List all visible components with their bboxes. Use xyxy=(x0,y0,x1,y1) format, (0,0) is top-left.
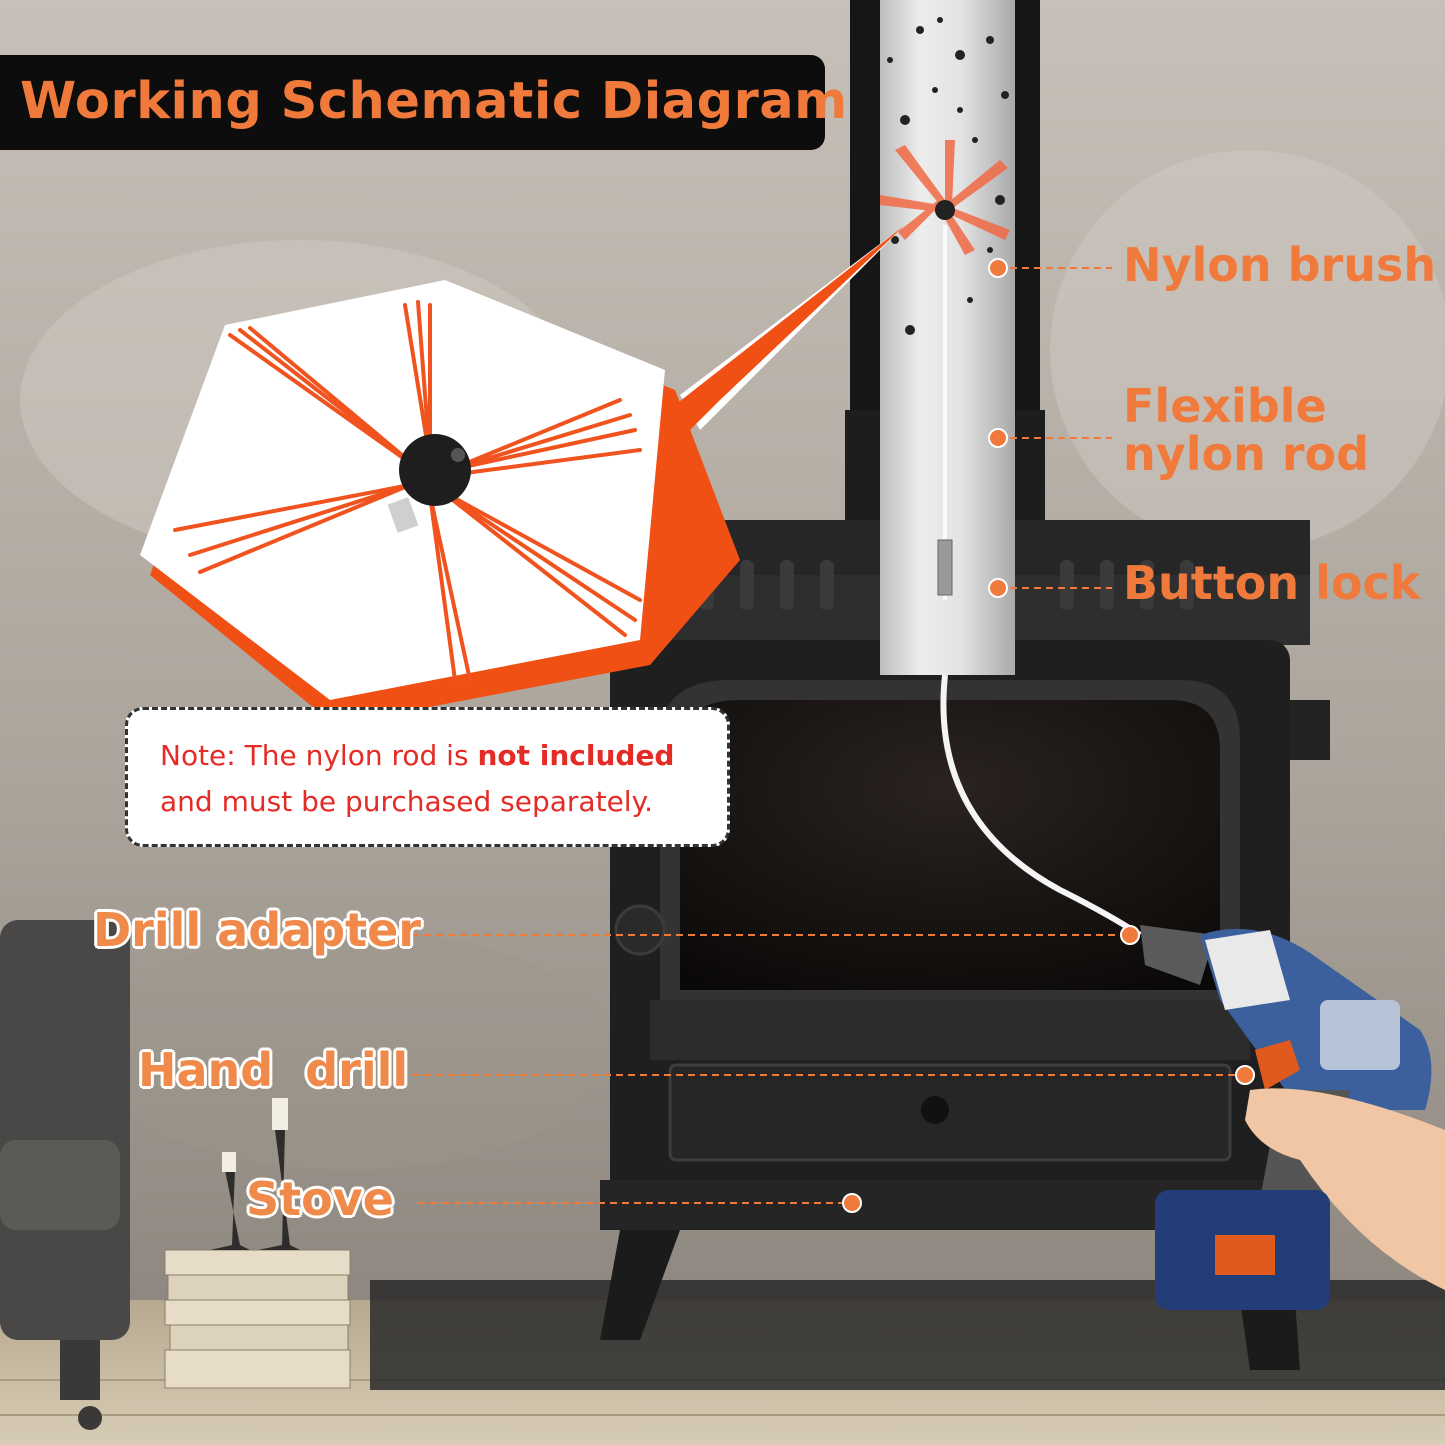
note-box xyxy=(125,707,730,847)
label-flexible-nylon-rod: Flexible nylon rod xyxy=(1123,382,1369,478)
label-button-lock: Button lock xyxy=(1123,556,1421,610)
label-flexible-line2: nylon rod xyxy=(1123,427,1370,481)
label-hand-drill: Hand drill xyxy=(138,1043,409,1097)
title-bar xyxy=(0,55,825,150)
stove-icon xyxy=(600,520,1330,1370)
chimney-pipe-icon xyxy=(845,0,1045,675)
label-stove: Stove xyxy=(246,1172,394,1226)
leader-lines xyxy=(412,267,1245,1204)
label-nylon-brush: Nylon brush xyxy=(1123,238,1437,292)
nylon-brush-head-icon xyxy=(140,280,740,725)
note-line2: and must be purchased separately. xyxy=(160,785,654,818)
books-and-candles xyxy=(164,1098,351,1389)
armchair xyxy=(0,920,130,1430)
hand-drill-icon xyxy=(1140,925,1445,1310)
page-title: Working Schematic Diagram xyxy=(20,72,848,131)
note-text: Note: The nylon rod is not included and … xyxy=(160,733,720,825)
leader-dots xyxy=(842,258,1255,1213)
rod xyxy=(940,674,1142,938)
brush-in-pipe-icon xyxy=(880,140,1010,255)
label-flexible-line1: Flexible xyxy=(1123,379,1327,433)
label-drill-adapter: Drill adapter xyxy=(93,903,421,957)
note-prefix: Note: The nylon rod is xyxy=(160,739,478,772)
note-emphasis: not included xyxy=(477,739,675,772)
